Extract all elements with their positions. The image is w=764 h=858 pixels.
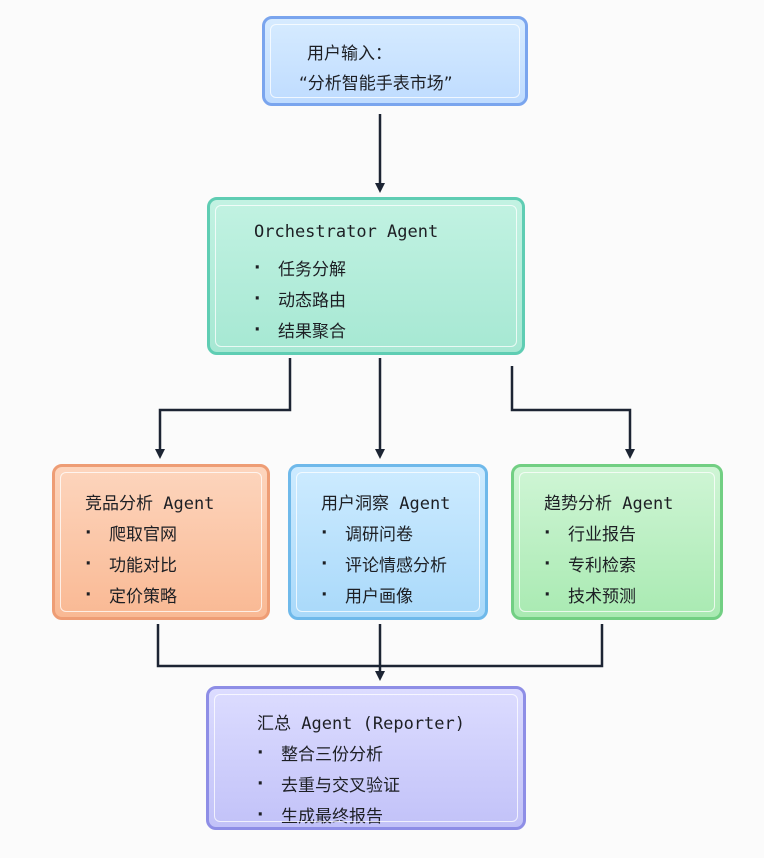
trend-title: 趋势分析 Agent — [544, 494, 674, 514]
bullet-icon: · — [321, 522, 328, 543]
bullet-icon: · — [257, 804, 264, 825]
bullet-icon: · — [544, 584, 551, 605]
orchestrator-title: Orchestrator Agent — [254, 222, 439, 242]
item-label: 定价策略 — [109, 587, 177, 607]
list-item: · 整合三份分析 — [257, 737, 400, 768]
user-insight-agent-node: 用户洞察 Agent · 调研问卷 · 评论情感分析 · 用户画像 — [288, 464, 488, 620]
input-title: 用户输入： — [307, 44, 392, 64]
input-node: 用户输入： “分析智能手表市场” — [262, 16, 528, 106]
bullet-icon: · — [85, 584, 92, 605]
bullet-icon: · — [321, 553, 328, 574]
item-label: 去重与交叉验证 — [281, 776, 400, 796]
reporter-title: 汇总 Agent (Reporter) — [257, 714, 465, 734]
list-item: · 任务分解 — [254, 252, 346, 283]
list-item: · 结果聚合 — [254, 314, 346, 345]
bullet-icon: · — [544, 553, 551, 574]
line-trend-to-merge — [380, 624, 604, 668]
bullet-icon: · — [257, 742, 264, 763]
trend-list: · 行业报告 · 专利检索 · 技术预测 — [544, 517, 636, 610]
list-item: · 动态路由 — [254, 283, 346, 314]
item-label: 用户画像 — [345, 587, 413, 607]
list-item: · 调研问卷 — [321, 517, 447, 548]
item-label: 技术预测 — [568, 587, 636, 607]
trend-agent-node: 趋势分析 Agent · 行业报告 · 专利检索 · 技术预测 — [511, 464, 723, 620]
bullet-icon: · — [85, 553, 92, 574]
item-label: 调研问卷 — [345, 525, 413, 545]
user-insight-title: 用户洞察 Agent — [321, 494, 451, 514]
reporter-agent-node: 汇总 Agent (Reporter) · 整合三份分析 · 去重与交叉验证 · 生成… — [206, 686, 526, 830]
list-item: · 评论情感分析 — [321, 548, 447, 579]
item-label: 行业报告 — [568, 525, 636, 545]
item-label: 结果聚合 — [278, 322, 346, 342]
bullet-icon: · — [544, 522, 551, 543]
arrow-orchestrator-to-trend — [510, 366, 635, 459]
list-item: · 爬取官网 — [85, 517, 177, 548]
item-label: 整合三份分析 — [281, 745, 383, 765]
list-item: · 定价策略 — [85, 579, 177, 610]
user-insight-list: · 调研问卷 · 评论情感分析 · 用户画像 — [321, 517, 447, 610]
list-item: · 去重与交叉验证 — [257, 768, 400, 799]
orchestrator-list: · 任务分解 · 动态路由 · 结果聚合 — [254, 252, 346, 345]
list-item: · 行业报告 — [544, 517, 636, 548]
item-label: 专利检索 — [568, 556, 636, 576]
item-label: 生成最终报告 — [281, 807, 383, 827]
orchestrator-node: Orchestrator Agent · 任务分解 · 动态路由 · 结果聚合 — [207, 197, 525, 355]
competitor-agent-node: 竞品分析 Agent · 爬取官网 · 功能对比 · 定价策略 — [52, 464, 270, 620]
list-item: · 用户画像 — [321, 579, 447, 610]
item-label: 评论情感分析 — [345, 556, 447, 576]
item-label: 爬取官网 — [109, 525, 177, 545]
arrow-orchestrator-to-competitor — [155, 358, 292, 459]
bullet-icon: · — [254, 288, 261, 309]
list-item: · 生成最终报告 — [257, 799, 400, 830]
item-label: 动态路由 — [278, 291, 346, 311]
bullet-icon: · — [85, 522, 92, 543]
competitor-title: 竞品分析 Agent — [85, 494, 215, 514]
list-item: · 功能对比 — [85, 548, 177, 579]
list-item: · 专利检索 — [544, 548, 636, 579]
input-query: “分析智能手表市场” — [299, 74, 453, 94]
bullet-icon: · — [254, 319, 261, 340]
item-label: 功能对比 — [109, 556, 177, 576]
bullet-icon: · — [257, 773, 264, 794]
reporter-list: · 整合三份分析 · 去重与交叉验证 · 生成最终报告 — [257, 737, 400, 830]
competitor-list: · 爬取官网 · 功能对比 · 定价策略 — [85, 517, 177, 610]
list-item: · 技术预测 — [544, 579, 636, 610]
bullet-icon: · — [321, 584, 328, 605]
line-competitor-to-merge — [156, 624, 380, 668]
bullet-icon: · — [254, 257, 261, 278]
item-label: 任务分解 — [278, 260, 346, 280]
